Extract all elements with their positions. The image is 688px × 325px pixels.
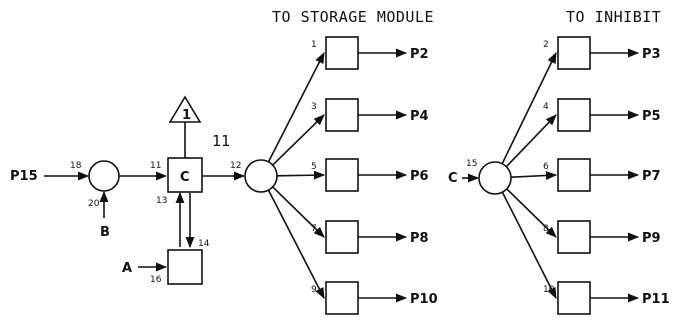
storage-box-1: [325, 36, 359, 70]
triangle-label: 1: [182, 108, 191, 123]
input-label-b: B: [100, 225, 110, 240]
storage-branch-number-9: 9: [311, 285, 317, 295]
storage-box-3: [325, 98, 359, 132]
wire-number-11: 11: [150, 161, 161, 171]
storage-branch-wire-1: [267, 52, 325, 163]
storage-branch-number-5: 5: [311, 162, 317, 172]
wire-number-16: 16: [150, 275, 162, 285]
storage-branch-wire-5: [276, 170, 326, 180]
inhibit-box-10: [557, 281, 591, 315]
inhibit-branch-wire-2: [501, 51, 557, 165]
inhibit-branch-number-8: 8: [543, 224, 549, 234]
inhibit-branch-number-2: 2: [543, 40, 549, 50]
wire-number-20: 20: [88, 199, 100, 209]
inhibit-output-label-p9: P9: [642, 231, 661, 246]
storage-output-label-p4: P4: [410, 109, 429, 124]
inhibit-branch-wire-6: [510, 171, 558, 180]
storage-output-label-p6: P6: [410, 169, 429, 184]
storage-branch-wire-9: [267, 189, 325, 299]
inhibit-output-label-p11: P11: [642, 292, 670, 307]
wire-number-18: 18: [70, 161, 82, 171]
inhibit-output-label-p5: P5: [642, 109, 661, 124]
inhibit-branch-wire-10: [501, 191, 557, 299]
inhibit-box-6: [557, 158, 591, 192]
storage-branch-number-7: 7: [311, 224, 317, 234]
storage-box-7: [325, 220, 359, 254]
storage-output-label-p2: P2: [410, 47, 429, 62]
inhibit-branch-number-4: 4: [543, 102, 549, 112]
inhibit-distribution-node: [478, 161, 512, 195]
storage-branch-wire-3: [272, 114, 325, 166]
inhibit-box-8: [557, 220, 591, 254]
wire-number-15: 15: [466, 159, 477, 169]
storage-box-5: [325, 158, 359, 192]
inhibit-branch-wire-4: [505, 114, 557, 168]
storage-distribution-node: [244, 159, 278, 193]
wire-number-14: 14: [198, 239, 210, 249]
header-to-storage-module: TO STORAGE MODULE: [272, 8, 434, 26]
tag-11: 11: [212, 132, 230, 150]
storage-box-9: [325, 281, 359, 315]
triangle-1: [168, 95, 202, 123]
wire-number-12: 12: [230, 161, 241, 171]
inhibit-output-label-p3: P3: [642, 47, 661, 62]
storage-output-label-p10: P10: [410, 292, 438, 307]
inhibit-box-4: [557, 98, 591, 132]
inhibit-branch-number-10: 10: [543, 285, 555, 295]
inhibit-branch-wire-8: [506, 188, 557, 238]
input-label-a: A: [122, 261, 132, 276]
storage-branch-number-1: 1: [311, 40, 317, 50]
register-c-box: [167, 157, 203, 193]
wire-number-13: 13: [156, 196, 167, 206]
storage-output-label-p8: P8: [410, 231, 429, 246]
or-node-left: [88, 160, 120, 192]
storage-branch-wire-7: [272, 186, 325, 238]
inhibit-output-label-p7: P7: [642, 169, 661, 184]
register-a-box: [167, 249, 203, 285]
input-label-c: C: [448, 171, 458, 186]
header-to-inhibit: TO INHIBIT: [566, 8, 661, 26]
storage-branch-number-3: 3: [311, 102, 317, 112]
inhibit-box-2: [557, 36, 591, 70]
register-c-label: C: [180, 170, 190, 185]
input-label-p15: P15: [10, 169, 38, 184]
inhibit-branch-number-6: 6: [543, 162, 549, 172]
